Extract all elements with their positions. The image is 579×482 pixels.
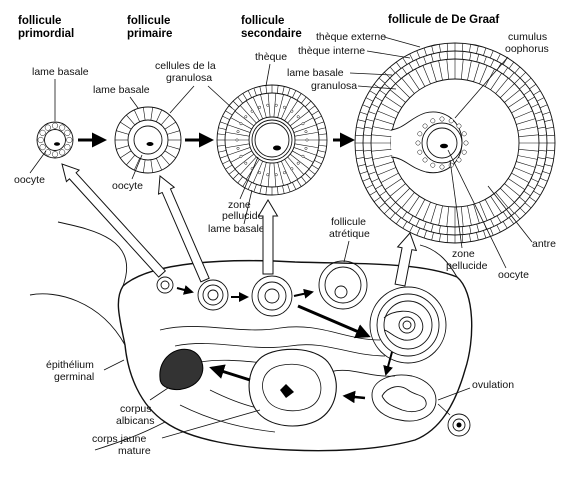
label-antre: antre: [532, 238, 556, 250]
label-zone-pellucide-2: zone pellucide: [446, 248, 488, 272]
header-primordial: follicule primordial: [18, 15, 74, 40]
label-theque-interne: thèque interne: [298, 45, 365, 57]
secondaire-granulosa-divisions: [225, 93, 319, 187]
leader-antre: [487, 185, 533, 243]
header-primaire: follicule primaire: [127, 15, 174, 40]
corps-jaune: [248, 348, 337, 427]
ovary-secondary-follicle: [251, 275, 293, 317]
leader-theque-interne: [366, 50, 411, 59]
secondary-follicle: [216, 84, 328, 196]
arrow-graaf-to-ovulation: [383, 351, 393, 376]
leader-atretique: [343, 240, 350, 263]
primordial-cell-ring: [37, 122, 73, 158]
graafian-follicle: [354, 42, 556, 244]
background-curve-top: [57, 221, 128, 287]
ruptured-follicle: [371, 374, 437, 422]
ovary-primordial-follicle: [156, 276, 174, 294]
leader-epithelium: [103, 359, 125, 371]
leader-lame-basale-2: [129, 96, 139, 109]
label-theque: thèque: [255, 51, 287, 63]
ovary-primary-follicle: [197, 279, 229, 311]
stroma-line-1: [159, 326, 381, 341]
leader-oocyte-2: [131, 154, 143, 180]
stroma-line-2: [174, 343, 386, 357]
label-lame-basale-1: lame basale: [32, 66, 89, 78]
hollow-arrow-primordial: [61, 163, 167, 278]
primordial-follicle: [36, 121, 74, 159]
hollow-arrow-secondaire: [257, 199, 279, 275]
background-curve-mid: [29, 293, 126, 346]
stroma-line-6: [179, 404, 276, 433]
label-oocyte-1: oocyte: [14, 174, 45, 186]
leader-granulosa-primaire: [169, 85, 195, 114]
arrow-ovary-3: [293, 288, 314, 299]
graaf-theca-externe: [355, 43, 555, 243]
label-corps-jaune-mature: corps jaune mature: [92, 433, 151, 457]
leader-theque: [265, 63, 271, 87]
ovulation-path: [437, 403, 451, 416]
leader-corps-jaune: [161, 409, 261, 439]
label-ovulation: ovulation: [472, 379, 514, 391]
ovary-graafian-follicle: [369, 286, 447, 364]
header-graaf: follicule de De Graaf: [388, 14, 499, 26]
primary-follicle: [114, 106, 182, 174]
leader-theque-externe: [383, 36, 421, 48]
hollow-arrow-graaf: [394, 232, 418, 287]
label-cumulus-oophorus: cumulus oophorus: [505, 31, 550, 55]
corpus-albicans: [159, 348, 204, 391]
leader-oocyte-1: [29, 150, 47, 174]
secondaire-theca-divisions: [217, 85, 327, 195]
graaf-cumulus-cells: [415, 116, 469, 170]
arrow-ovulation-to-corps-jaune: [342, 390, 366, 404]
label-oocyte-3: oocyte: [498, 269, 529, 281]
ruptured-follicle-inner: [381, 386, 427, 413]
label-granulosa: granulosa: [311, 80, 357, 92]
background-curve-right: [419, 244, 458, 278]
leader-granulosa: [357, 85, 397, 90]
label-lame-basale-4: lame basale: [287, 67, 344, 79]
arrow-ovary-1: [176, 285, 194, 295]
graaf-granulosa: [371, 59, 539, 227]
arrow-corps-jaune-to-albicans: [209, 364, 251, 382]
label-lame-basale-3: lame basale: [208, 223, 265, 235]
released-oocyte: [447, 413, 471, 437]
label-follicule-atretique: follicule atrétique: [329, 216, 370, 240]
leader-ovulation: [437, 387, 471, 401]
leader-granulosa-secondaire: [207, 85, 233, 109]
label-oocyte-2: oocyte: [112, 180, 143, 192]
label-epithelium-germinal: épithélium germinal: [46, 359, 97, 383]
leader-zone-pellucide-1: [239, 156, 259, 200]
ovary-atretic-follicle: [318, 260, 368, 310]
label-theque-externe: thèque externe: [316, 31, 386, 43]
primaire-cell-divisions: [115, 107, 181, 173]
hollow-arrow-primaire: [157, 175, 210, 283]
header-secondaire: follicule secondaire: [241, 15, 302, 40]
label-cellules-granulosa: cellules de la granulosa: [155, 60, 219, 84]
leader-corpus-albicans: [149, 387, 169, 401]
label-lame-basale-2: lame basale: [93, 84, 150, 96]
leader-lame-basale-3: [243, 189, 253, 225]
arrow-ovary-to-graaf: [297, 304, 371, 339]
leader-cumulus: [454, 56, 509, 119]
leader-oocyte-3: [447, 149, 507, 269]
background-curve-bottom: [94, 421, 166, 451]
hollow-arrows: [61, 163, 418, 287]
leader-zone-pellucide-2: [449, 159, 463, 249]
label-zone-pellucide-1: zone pellucide: [222, 199, 264, 222]
stroma-line-4: [329, 369, 396, 377]
leader-lame-basale-4: [349, 72, 393, 76]
label-corpus-albicans: corpus albicans: [116, 403, 155, 427]
